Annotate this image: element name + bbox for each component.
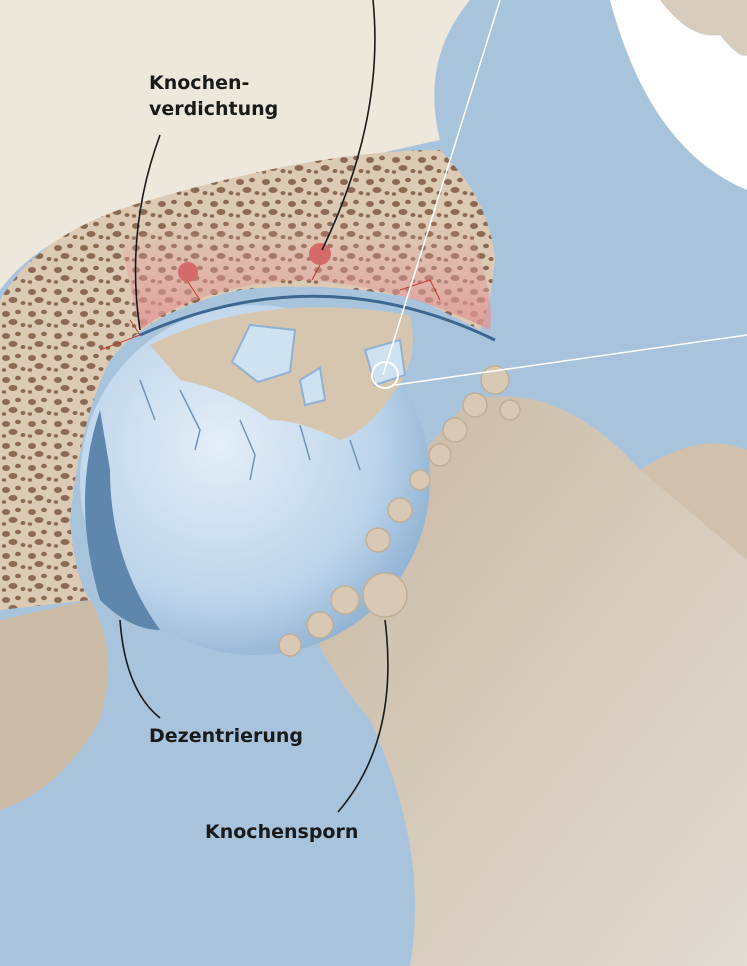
label-knochenverdichtung: Knochen- verdichtung <box>149 70 278 122</box>
label-dezentrierung: Dezentrierung <box>149 723 303 749</box>
label-knochenverdichtung-line2: verdichtung <box>149 96 278 122</box>
label-knochensporn: Knochensporn <box>205 819 358 845</box>
cyst-1 <box>178 262 198 282</box>
label-knochenverdichtung-line1: Knochen- <box>149 70 278 96</box>
cyst-2 <box>309 243 331 265</box>
